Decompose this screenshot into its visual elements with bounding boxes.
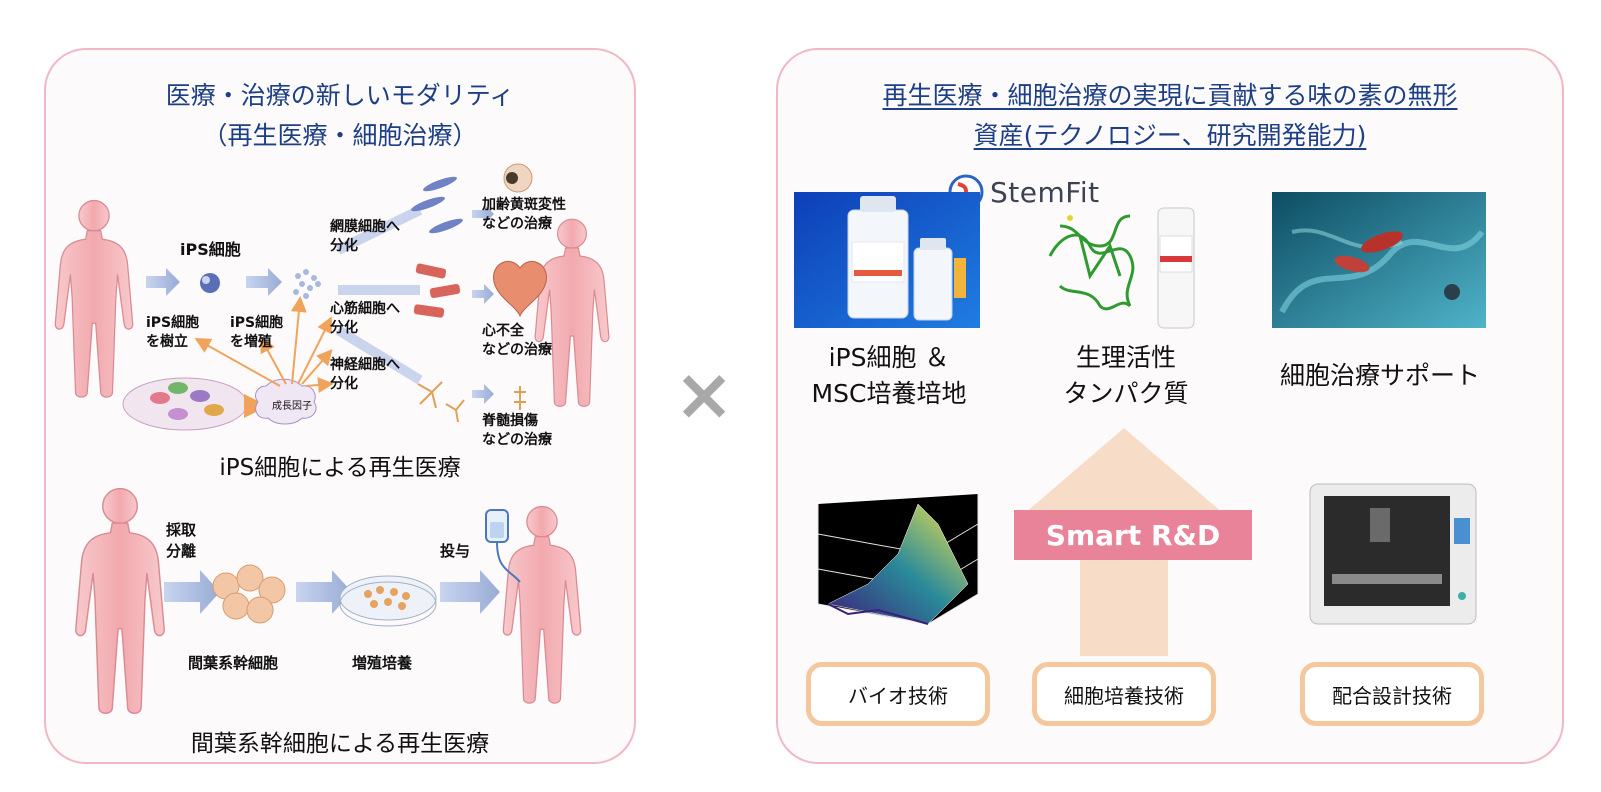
left-title-line1: 医療・治療の新しいモダリティ (165, 81, 515, 110)
heart-diff-label: 心筋細胞へ分化 (330, 301, 400, 336)
surface-plot-image (817, 494, 979, 625)
spinal-injury-treatment-label: 脊髄損傷などの治療 (482, 413, 552, 448)
right-panel (776, 48, 1564, 764)
msc-diagram (164, 509, 521, 627)
msc-label: 間葉系幹細胞 (188, 654, 279, 672)
administer-label: 投与 (440, 542, 471, 560)
smart-rd-label: Smart R&D (1014, 510, 1252, 560)
retina-diff-label: 網膜細胞へ分化 (330, 219, 400, 254)
product-caption-protein: 生理活性タンパク質 (1063, 343, 1189, 408)
3d-printer-image (1309, 483, 1477, 625)
growth-factor-label: 成長因子 (272, 401, 312, 412)
tech-cell-culture-box: 細胞培養技術 (1032, 662, 1216, 726)
product-caption-media: iPS細胞 ＆MSC培養培地 (811, 343, 967, 408)
amd-treatment-label: 加齢黄斑変性などの治療 (482, 197, 566, 232)
culture-label: 増殖培養 (352, 654, 413, 672)
times-sign: × (673, 352, 735, 436)
tech-bio-box: バイオ技術 (806, 662, 990, 726)
ips-diagram (122, 163, 547, 431)
culture-media-image (794, 192, 980, 328)
msc-caption: 間葉系幹細胞による再生医療 (190, 731, 490, 757)
harvest-label: 採取分離 (166, 521, 197, 560)
product-caption-support: 細胞治療サポート (1279, 361, 1480, 390)
left-title-line2: （再生医療・細胞治療） (202, 121, 478, 150)
tech-formulation-box: 配合設計技術 (1300, 662, 1484, 726)
ips-establish-label: iPS細胞を樹立 (146, 315, 200, 350)
protein-image (1048, 207, 1195, 329)
heart-failure-treatment-label: 心不全などの治療 (482, 323, 552, 358)
right-title-line1[interactable]: 再生医療・細胞治療の実現に貢献する味の素の無形 (882, 81, 1458, 110)
ips-proliferate-label: iPS細胞を増殖 (230, 315, 284, 350)
ips-caption: iPS細胞による再生医療 (219, 455, 461, 481)
nerve-diff-label: 神経細胞へ分化 (330, 357, 400, 392)
cell-therapy-support-image (1272, 192, 1486, 328)
ips-cell-label: iPS細胞 (180, 240, 241, 259)
right-title-line2[interactable]: 資産(テクノロジー、研究開発能力) (973, 121, 1367, 150)
stemfit-logo-text: StemFit (990, 176, 1100, 209)
